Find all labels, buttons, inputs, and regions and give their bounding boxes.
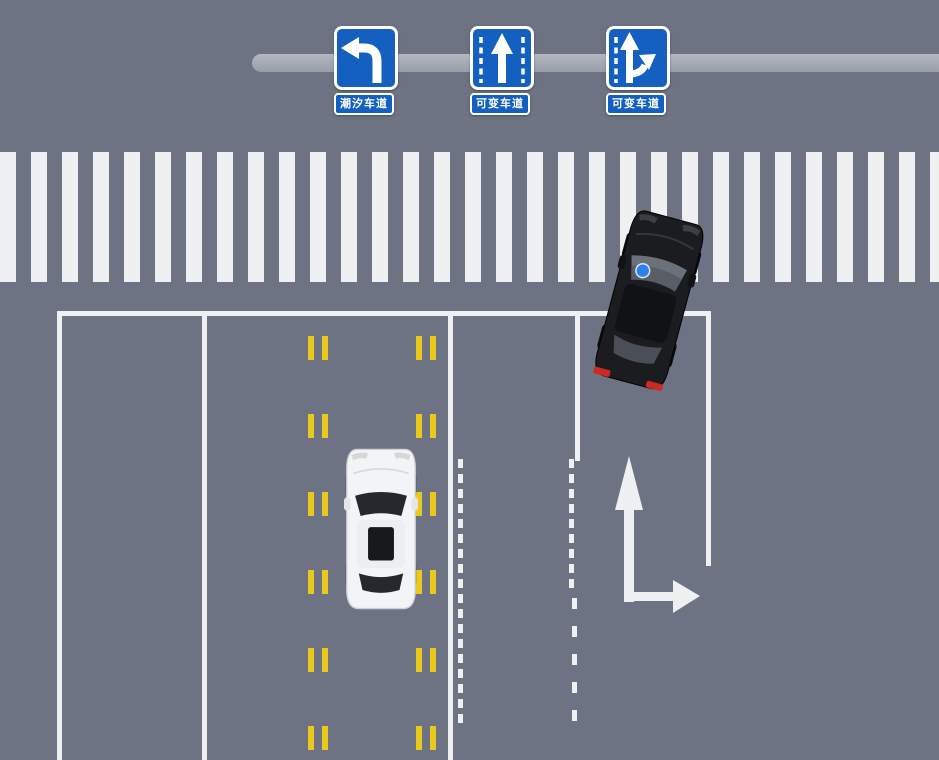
left-turn-arrow-icon bbox=[341, 37, 382, 83]
tidal-lane-dash-column bbox=[308, 336, 314, 760]
black-car bbox=[584, 204, 713, 398]
lane-line-left-edge bbox=[57, 311, 62, 760]
variable-lane-sign-straight-right: 可变车道 bbox=[606, 26, 674, 115]
white-car bbox=[344, 440, 418, 618]
straight-arrow-icon bbox=[479, 33, 525, 83]
sawtooth-dash-line-right bbox=[569, 459, 574, 589]
crosswalk bbox=[0, 152, 939, 282]
sign-gantry-bar bbox=[252, 54, 939, 72]
tidal-lane-dash-column bbox=[430, 336, 436, 760]
lane-line-right-edge bbox=[706, 311, 711, 566]
stop-line bbox=[57, 311, 711, 316]
straight-right-arrow-icon bbox=[614, 32, 656, 83]
tidal-lane-sign-panel bbox=[334, 26, 398, 90]
tidal-lane-dash-column bbox=[416, 336, 422, 760]
sign-label: 可变车道 bbox=[606, 93, 666, 115]
lane-line-third bbox=[448, 311, 453, 760]
tidal-lane-dash-column bbox=[322, 336, 328, 760]
variable-lane-sign-straight: 可变车道 bbox=[470, 26, 538, 115]
variable-lane-sign-panel bbox=[606, 26, 670, 90]
sawtooth-dash-line-left bbox=[458, 459, 463, 729]
lane-line-second bbox=[202, 311, 207, 760]
broken-dash-line bbox=[572, 598, 577, 733]
lane-line-fourth-upper bbox=[575, 311, 580, 461]
variable-lane-sign-panel bbox=[470, 26, 534, 90]
straight-right-road-arrow bbox=[607, 456, 702, 616]
windshield-sticker bbox=[635, 263, 651, 279]
tidal-lane-sign: 潮汐车道 bbox=[334, 26, 402, 115]
sign-label: 可变车道 bbox=[470, 93, 530, 115]
sign-label: 潮汐车道 bbox=[334, 93, 394, 115]
